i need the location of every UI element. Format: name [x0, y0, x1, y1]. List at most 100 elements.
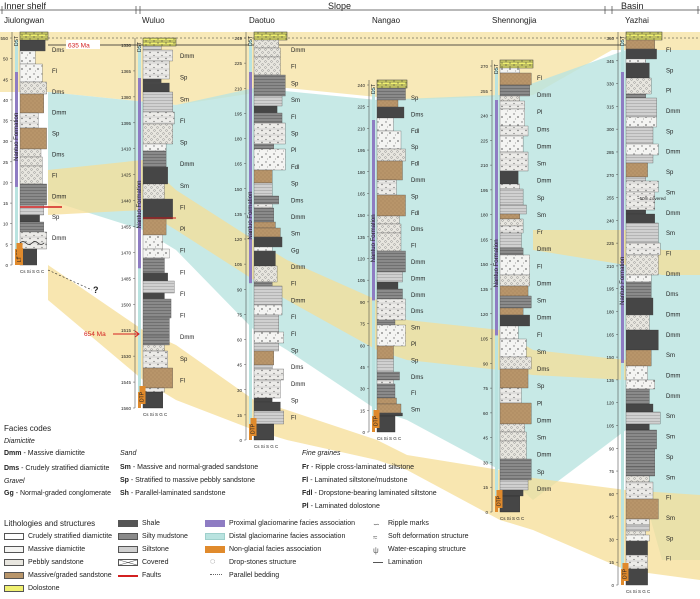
bed: [376, 148, 406, 162]
bed: [253, 285, 283, 306]
depth-label: 90: [483, 361, 489, 366]
bed: [253, 246, 273, 252]
depth-label: 1515: [121, 328, 132, 333]
facies-label: Fl: [291, 115, 296, 121]
facies-label: Dmm: [180, 162, 194, 168]
facies-label: Sp: [666, 170, 674, 176]
facies-label: Dmm: [666, 313, 680, 319]
cap-dolostone: [253, 31, 288, 41]
facies-label: Dms: [291, 198, 303, 204]
base-shale: [142, 391, 163, 409]
facies-label: Dmm: [537, 418, 551, 424]
bed: [625, 281, 652, 299]
swatch-dolostone: [4, 585, 24, 592]
bed: [499, 188, 524, 206]
bed: [376, 232, 402, 252]
ripple-marks-icon: ∽: [373, 520, 380, 529]
bed: [499, 325, 519, 340]
bed: [376, 87, 406, 101]
facies-label: Dms: [52, 48, 64, 54]
depth-label: 25: [3, 160, 9, 165]
facies-label: Fl: [180, 270, 185, 276]
bed: [625, 429, 657, 450]
lith-shale: Shale: [142, 520, 160, 527]
bed: [376, 288, 403, 300]
lith-ripple-marks: Ripple marks: [388, 520, 429, 527]
facies-label: Sp: [52, 132, 60, 138]
facies-label: Dmm: [666, 333, 680, 339]
facies-dmm: Dmm - Massive diamictite: [4, 450, 85, 457]
bed: [499, 151, 529, 172]
depth-label: 60: [237, 338, 243, 343]
facies-sh: Sh - Parallel-laminated sandstone: [120, 490, 226, 497]
covered-note: ~50m covered: [637, 196, 666, 201]
bed: [142, 111, 175, 125]
bed: [625, 403, 654, 413]
lith-pebbly-sandstone: Pebbly sandstone: [28, 559, 84, 566]
depth-label: 45: [483, 436, 489, 441]
facies-label: Dms: [537, 127, 549, 133]
dtp-marker: [496, 490, 503, 508]
bed: [253, 401, 281, 412]
dtp-label: DTP: [140, 391, 146, 402]
bed: [376, 319, 396, 326]
depth-label: 30: [360, 387, 366, 392]
facies-bar-proximal: [249, 72, 252, 284]
depth-label: 285: [606, 150, 614, 155]
bed: [499, 135, 524, 153]
bed: [19, 183, 47, 206]
facies-label: Fl: [180, 205, 185, 211]
depth-label: 105: [357, 278, 365, 283]
depth-label: 30: [237, 388, 243, 393]
facies-label: Pl: [537, 401, 542, 407]
facies-pl: Pl - Laminated dolostone: [302, 503, 380, 510]
facies-label: Fl: [537, 333, 542, 339]
facies-label: Fl: [411, 244, 416, 250]
depth-label: 195: [480, 188, 488, 193]
bed: [253, 105, 278, 114]
facies-gg: Gg - Normal-graded conglomerate: [4, 490, 112, 497]
facies-label: Fl: [537, 264, 542, 270]
bed: [142, 248, 170, 259]
swatch-shale: [118, 520, 138, 527]
depth-label: 135: [480, 287, 488, 292]
bed: [19, 148, 42, 158]
depth-label: 1330: [121, 43, 132, 48]
depth-label: 75: [483, 386, 489, 391]
grain-scale-label: Cs Si S G C: [143, 412, 168, 417]
swatch-distal: [205, 533, 225, 540]
bed: [142, 183, 165, 200]
bed: [499, 108, 525, 127]
depth-label: 60: [483, 411, 489, 416]
bed: [253, 207, 274, 223]
bed: [376, 117, 394, 132]
facies-label: Dmm: [537, 453, 551, 459]
bed: [625, 213, 655, 224]
dst-label: DST: [14, 36, 20, 46]
depth-label: 30: [609, 537, 615, 542]
bed: [253, 227, 281, 238]
facies-label: Pl: [180, 227, 185, 233]
bed: [376, 379, 394, 385]
facies-label: Dmm: [411, 260, 425, 266]
formation-label: Nantuo Formation: [14, 113, 20, 161]
bed: [625, 524, 650, 532]
bed: [19, 231, 47, 250]
depth-label: 5: [5, 242, 8, 247]
facies-label: Fdl: [411, 211, 419, 217]
bed: [142, 218, 167, 236]
bed: [499, 338, 527, 358]
lith-massive-diamictite: Massive diamictite: [28, 546, 86, 553]
facies-label: Fdl: [411, 129, 419, 135]
facies-label: Fl: [411, 391, 416, 397]
formation-label: Nantuo Formation: [137, 180, 143, 228]
formation-label: Nantuo Formation: [620, 257, 626, 305]
bed: [253, 74, 286, 97]
facies-label: Dmm: [52, 111, 66, 117]
bed: [625, 254, 659, 276]
bed: [253, 122, 286, 145]
facies-label: Dmm: [537, 281, 551, 287]
depth-label: 90: [237, 287, 243, 292]
facies-label: Dms: [666, 292, 678, 298]
facies-label: Sm: [180, 184, 189, 190]
